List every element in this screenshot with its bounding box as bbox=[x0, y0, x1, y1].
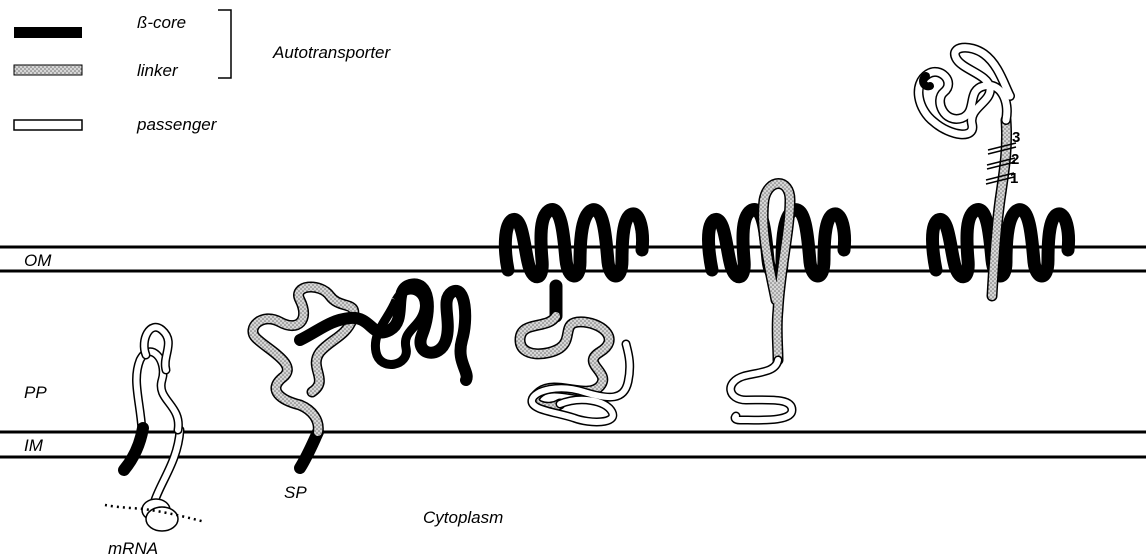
legend-label-beta-core: ß-core bbox=[137, 14, 186, 31]
legend-swatch-beta-core bbox=[14, 27, 82, 38]
signal-peptide-label: SP bbox=[284, 484, 307, 501]
cleavage-site-2: 2 bbox=[1011, 152, 1019, 167]
cleavage-site-3: 3 bbox=[1012, 130, 1020, 145]
stage-core-inserted bbox=[505, 210, 642, 422]
legend-group-label: Autotransporter bbox=[273, 44, 390, 61]
region-label-om: OM bbox=[24, 252, 51, 269]
region-label-im: IM bbox=[24, 437, 43, 454]
legend-bracket bbox=[218, 10, 231, 78]
legend-swatch-linker bbox=[14, 65, 82, 75]
stage-periplasmic bbox=[253, 284, 467, 468]
legend-label-passenger: passenger bbox=[137, 116, 216, 133]
region-label-cytoplasm: Cytoplasm bbox=[423, 509, 503, 526]
mrna-label: mRNA bbox=[108, 540, 158, 557]
region-label-pp: PP bbox=[24, 384, 47, 401]
stage-translation bbox=[105, 327, 205, 531]
cleavage-site-1: 1 bbox=[1010, 171, 1018, 186]
stage-hairpin bbox=[709, 184, 845, 421]
legend-swatch-passenger bbox=[14, 120, 82, 130]
legend-label-linker: linker bbox=[137, 62, 178, 79]
stage-surface-passenger bbox=[919, 48, 1069, 296]
